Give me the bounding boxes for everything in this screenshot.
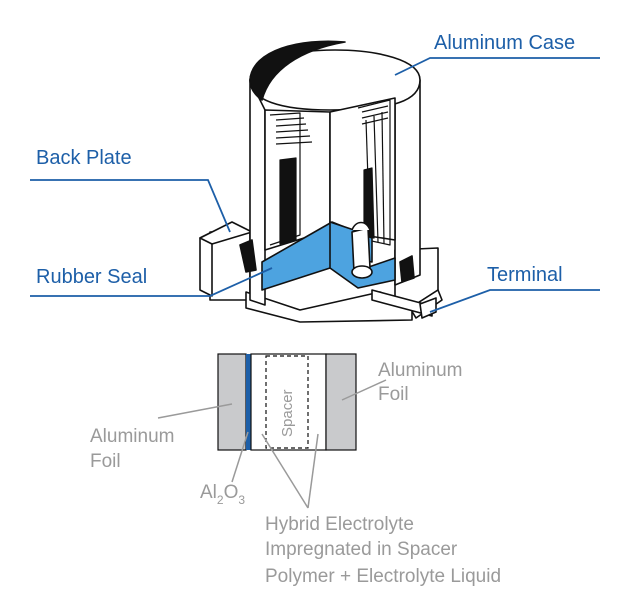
right-foil-label-line-2: Foil	[378, 384, 409, 405]
electrolyte-label-line-1: Hybrid Electrolyte	[265, 514, 414, 535]
spacer	[265, 355, 309, 449]
terminal-label: Terminal	[487, 264, 563, 286]
leader-lines-top	[30, 57, 600, 313]
aluminum-case-leader	[394, 57, 600, 76]
wound-element-left	[269, 112, 313, 246]
spacer-label: Spacer	[279, 389, 296, 437]
rubber-seal-leader	[30, 267, 273, 297]
left-foil-label-line-2: Foil	[90, 451, 121, 472]
electrolyte-leader-2	[307, 433, 319, 509]
terminal-lead	[371, 289, 433, 317]
back-plate-label: Back Plate	[36, 147, 132, 169]
right-foil-label-line-1: Aluminum	[378, 360, 462, 381]
electrolyte-label-line-2: Impregnated in Spacer	[265, 539, 458, 560]
aluminum-foil-left	[217, 353, 247, 451]
rubber-seal-label: Rubber Seal	[36, 266, 147, 288]
oxide-label: Al2O3	[200, 482, 245, 507]
left-foil-label-line-1: Aluminum	[90, 426, 174, 447]
aluminum-case-label: Aluminum Case	[434, 32, 575, 54]
terminal-leader	[429, 289, 600, 313]
left-foil-leader	[157, 403, 233, 419]
leader-lines-bottom	[157, 379, 387, 509]
back-plate-leader	[30, 179, 231, 233]
capacitor-illustration	[199, 40, 443, 323]
cross-section: Spacer	[217, 353, 357, 451]
right-foil-leader	[341, 379, 387, 401]
aluminum-foil-right	[325, 353, 357, 451]
wound-element-right	[357, 99, 391, 246]
electrolyte-leader-1	[261, 433, 309, 509]
oxide-leader	[231, 431, 249, 483]
electrolyte-label-line-3: Polymer + Electrolyte Liquid	[265, 566, 501, 587]
oxide-layer	[246, 354, 251, 450]
